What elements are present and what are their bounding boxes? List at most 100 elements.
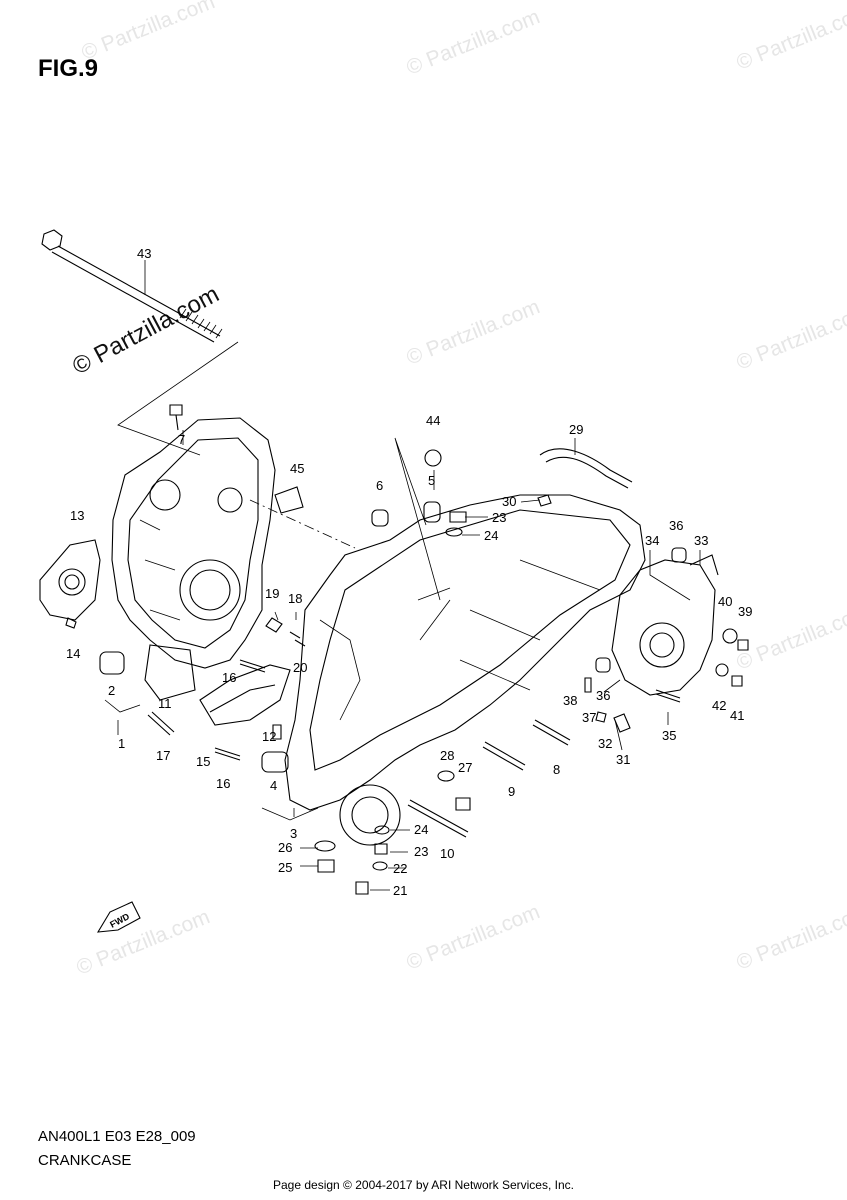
right-crankcase xyxy=(284,494,646,846)
shield-11-15 xyxy=(144,644,291,726)
callout-22: 22 xyxy=(393,861,407,876)
left-crankcase xyxy=(111,417,276,669)
callout-39: 39 xyxy=(738,604,752,619)
oring-26 xyxy=(314,840,336,852)
callout-20: 20 xyxy=(293,660,307,675)
plug-27 xyxy=(455,797,471,811)
callout-44: 44 xyxy=(426,413,440,428)
callout-31: 31 xyxy=(616,752,630,767)
callout-16a: 16 xyxy=(222,670,236,685)
watermark: © Partzilla.com xyxy=(733,0,847,74)
figure-title: FIG.9 xyxy=(38,55,99,82)
leader-lines xyxy=(117,260,701,891)
callout-38: 38 xyxy=(563,693,577,708)
callout-35: 35 xyxy=(662,728,676,743)
fwd-arrow: FWD xyxy=(96,901,141,933)
watermark: © Partzilla.com xyxy=(733,900,847,974)
part-45 xyxy=(274,486,304,514)
bolt-7 xyxy=(169,404,183,431)
dowel-2 xyxy=(99,651,125,675)
callout-36b: 36 xyxy=(596,688,610,703)
callout-26: 26 xyxy=(278,840,292,855)
callout-24b: 24 xyxy=(414,822,428,837)
callout-34: 34 xyxy=(645,533,659,548)
callout-45: 45 xyxy=(290,461,304,476)
bolt-14 xyxy=(65,617,77,629)
callout-11: 11 xyxy=(158,696,172,711)
watermark: © Partzilla.com xyxy=(403,900,543,974)
washer-24b xyxy=(374,825,390,835)
callout-29: 29 xyxy=(569,422,583,437)
dowel-4 xyxy=(261,751,289,773)
washer-28 xyxy=(437,770,455,782)
figure-code: AN400L1 E03 E28_009 xyxy=(38,1128,196,1145)
callout-6: 6 xyxy=(376,478,383,493)
bolt-16b xyxy=(214,747,241,761)
callout-12: 12 xyxy=(262,729,276,744)
callout-30: 30 xyxy=(502,494,516,509)
watermark-grid: © Partzilla.com © Partzilla.com © Partzi… xyxy=(73,0,847,980)
dowel-6 xyxy=(371,509,389,527)
bolt-21 xyxy=(355,881,369,895)
part-12 xyxy=(272,724,282,740)
cap-44 xyxy=(424,449,442,467)
callout-2: 2 xyxy=(108,683,115,698)
callout-8: 8 xyxy=(553,762,560,777)
hose-29 xyxy=(539,448,633,489)
callout-40: 40 xyxy=(718,594,732,609)
plug-23 xyxy=(449,511,467,523)
plug-25 xyxy=(317,859,335,873)
bolt-39 xyxy=(737,639,749,651)
callout-19: 19 xyxy=(265,586,279,601)
callout-27: 27 xyxy=(458,760,472,775)
bolt-9 xyxy=(482,741,526,771)
plug-23b xyxy=(374,843,388,855)
part-37-38 xyxy=(584,677,592,693)
callout-36a: 36 xyxy=(669,518,683,533)
callout-1: 1 xyxy=(118,736,125,751)
bolt-17 xyxy=(147,711,175,736)
callout-4: 4 xyxy=(270,778,277,793)
callout-9: 9 xyxy=(508,784,515,799)
callout-37: 37 xyxy=(582,710,596,725)
washer-24 xyxy=(445,527,463,537)
callout-18: 18 xyxy=(288,591,302,606)
bolt-20 xyxy=(289,631,306,647)
callout-14: 14 xyxy=(66,646,80,661)
part-31 xyxy=(613,713,631,733)
callout-33: 33 xyxy=(694,533,708,548)
watermark: © Partzilla.com xyxy=(78,0,218,65)
watermark: © Partzilla.com xyxy=(403,295,543,369)
washer-40 xyxy=(722,628,738,644)
part-18-19 xyxy=(265,617,283,633)
callout-17: 17 xyxy=(156,748,170,763)
callout-16b: 16 xyxy=(216,776,230,791)
bolt-32 xyxy=(595,711,607,723)
callout-21: 21 xyxy=(393,883,407,898)
dowel-36b xyxy=(595,657,611,673)
callout-7: 7 xyxy=(178,432,185,447)
bolt-41 xyxy=(731,675,743,687)
bolt-10 xyxy=(407,799,469,838)
bolt-35 xyxy=(655,689,681,703)
bolt-43 xyxy=(41,229,223,343)
callouts: 1 2 3 4 5 6 7 8 9 10 11 12 13 14 15 16 1… xyxy=(66,246,752,898)
callout-25: 25 xyxy=(278,860,292,875)
assembly-lines xyxy=(117,341,451,601)
dowel-5 xyxy=(423,501,441,523)
watermark: © Partzilla.com xyxy=(403,5,543,79)
bolt-16a xyxy=(239,659,266,673)
callout-42: 42 xyxy=(712,698,726,713)
watermark: © Partzilla.com xyxy=(73,905,213,979)
washer-22 xyxy=(372,861,388,871)
callout-5: 5 xyxy=(428,473,435,488)
callout-43: 43 xyxy=(137,246,151,261)
callout-10: 10 xyxy=(440,846,454,861)
clip-30 xyxy=(537,494,552,507)
callout-23a: 23 xyxy=(492,510,506,525)
washer-42 xyxy=(715,663,729,677)
cover-13 xyxy=(39,539,101,621)
callout-23b: 23 xyxy=(414,844,428,859)
watermark-main: © Partzilla.com xyxy=(68,281,223,381)
